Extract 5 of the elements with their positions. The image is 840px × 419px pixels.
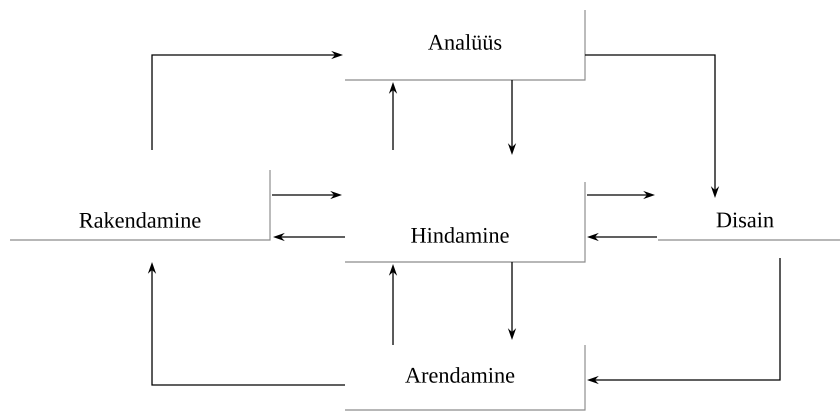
process-box: Disain — [658, 212, 840, 241]
process-box: Hindamine — [345, 182, 586, 263]
process-box: Arendamine — [345, 345, 586, 411]
process-box: Analüüs — [345, 10, 586, 81]
process-box: Rakendamine — [10, 170, 271, 241]
